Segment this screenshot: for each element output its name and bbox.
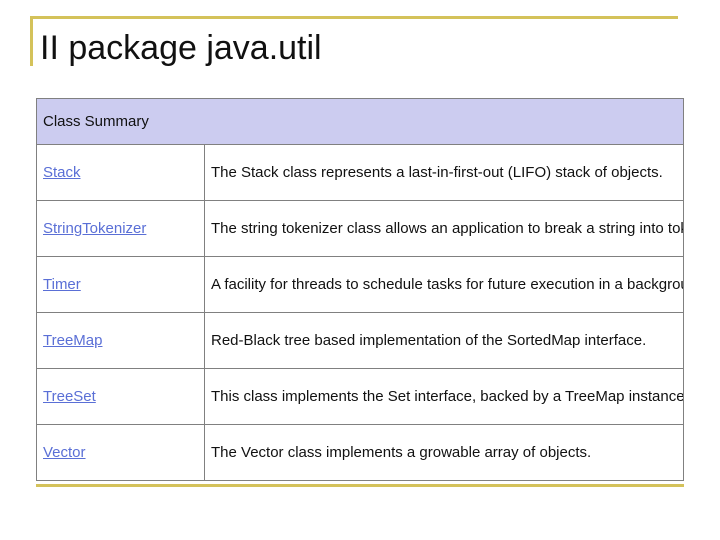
- table-header-label: Class Summary: [36, 98, 684, 145]
- class-description: The string tokenizer class allows an app…: [204, 200, 684, 257]
- table-header-row: Class Summary: [36, 98, 684, 145]
- page-title: II package java.util: [40, 29, 322, 67]
- class-link-timer[interactable]: Timer: [43, 276, 81, 293]
- table-row: Vector The Vector class implements a gro…: [36, 424, 684, 481]
- title-accent-line-left: [30, 16, 33, 66]
- class-link-vector[interactable]: Vector: [43, 444, 86, 461]
- table-row: TreeSet This class implements the Set in…: [36, 368, 684, 425]
- class-description: Red-Black tree based implementation of t…: [204, 312, 684, 369]
- class-link-treeset[interactable]: TreeSet: [43, 388, 96, 405]
- class-name-cell: TreeMap: [36, 312, 205, 369]
- class-link-treemap[interactable]: TreeMap: [43, 332, 103, 349]
- title-accent-line-top: [30, 16, 678, 19]
- class-name-cell: Timer: [36, 256, 205, 313]
- class-link-stack[interactable]: Stack: [43, 164, 81, 181]
- class-description: A facility for threads to schedule tasks…: [204, 256, 684, 313]
- class-link-stringtokenizer[interactable]: StringTokenizer: [43, 220, 147, 237]
- table-row: StringTokenizer The string tokenizer cla…: [36, 200, 684, 257]
- table-row: Timer A facility for threads to schedule…: [36, 256, 684, 313]
- class-name-cell: StringTokenizer: [36, 200, 205, 257]
- table-row: Stack The Stack class represents a last-…: [36, 144, 684, 201]
- class-summary-table: Class Summary Stack The Stack class repr…: [36, 98, 684, 481]
- class-summary-container: Class Summary Stack The Stack class repr…: [36, 98, 684, 487]
- class-description: The Vector class implements a growable a…: [204, 424, 684, 481]
- class-name-cell: Vector: [36, 424, 205, 481]
- class-description: The Stack class represents a last-in-fir…: [204, 144, 684, 201]
- table-row: TreeMap Red-Black tree based implementat…: [36, 312, 684, 369]
- class-description: This class implements the Set interface,…: [204, 368, 684, 425]
- class-name-cell: Stack: [36, 144, 205, 201]
- class-name-cell: TreeSet: [36, 368, 205, 425]
